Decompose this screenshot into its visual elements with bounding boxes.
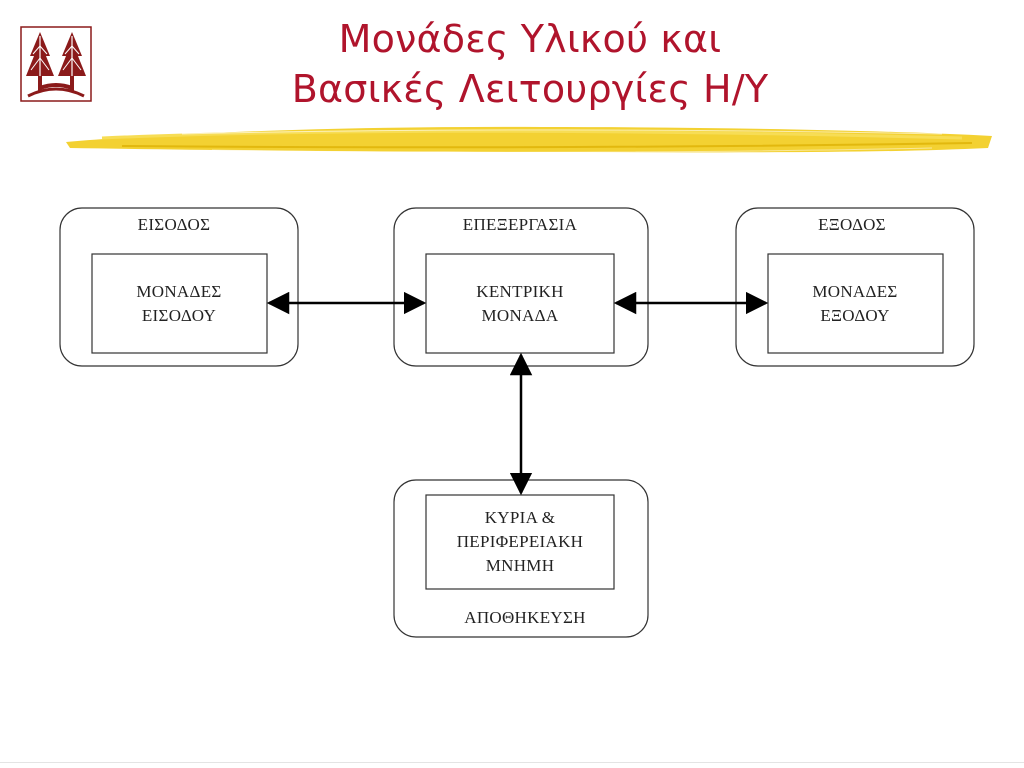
processing-box-line-2: ΜΟΝΑΔΑ <box>482 306 559 325</box>
output-group-label: ΕΞΟΔΟΣ <box>818 215 886 234</box>
output-units-box <box>767 253 944 354</box>
output-box-line-1: ΜΟΝΑΔΕΣ <box>812 282 897 301</box>
university-tree-logo-icon <box>20 26 92 102</box>
output-group: ΕΞΟΔΟΣ ΜΟΝΑΔΕΣ ΕΞΟΔΟΥ <box>735 207 975 367</box>
storage-group-label: ΑΠΟΘΗΚΕΥΣΗ <box>464 608 586 627</box>
storage-group: ΚΥΡΙΑ & ΠΕΡΙΦΕΡΕΙΑΚΗ ΜΝΗΜΗ ΑΠΟΘΗΚΕΥΣΗ <box>393 479 649 638</box>
title-line-2: Βασικές Λειτουργίες Η/Υ <box>291 67 769 111</box>
processing-group-label: ΕΠΕΞΕΡΓΑΣΙΑ <box>463 215 578 234</box>
memory-box <box>425 494 615 590</box>
storage-box-line-2: ΠΕΡΙΦΕΡΕΙΑΚΗ <box>457 532 584 551</box>
storage-box-line-1: ΚΥΡΙΑ & <box>485 508 556 527</box>
storage-box-line-3: ΜΝΗΜΗ <box>486 556 555 575</box>
input-box-line-2: ΕΙΣΟΔΟΥ <box>142 306 216 325</box>
processing-group: ΕΠΕΞΕΡΓΑΣΙΑ ΚΕΝΤΡΙΚΗ ΜΟΝΑΔΑ <box>393 207 649 367</box>
input-group-label: ΕΙΣΟΔΟΣ <box>138 215 211 234</box>
page-title: Μονάδες Υλικού και Βασικές Λειτουργίες Η… <box>180 14 880 114</box>
input-box-line-1: ΜΟΝΑΔΕΣ <box>136 282 221 301</box>
output-box-line-2: ΕΞΟΔΟΥ <box>820 306 889 325</box>
brush-stroke-divider <box>66 126 992 153</box>
title-line-1: Μονάδες Υλικού και <box>338 17 722 61</box>
central-unit-box <box>425 253 615 354</box>
input-group: ΕΙΣΟΔΟΣ ΜΟΝΑΔΕΣ ΕΙΣΟΔΟΥ <box>59 207 299 367</box>
input-units-box <box>91 253 268 354</box>
footer-divider <box>0 762 1024 763</box>
processing-box-line-1: ΚΕΝΤΡΙΚΗ <box>476 282 563 301</box>
